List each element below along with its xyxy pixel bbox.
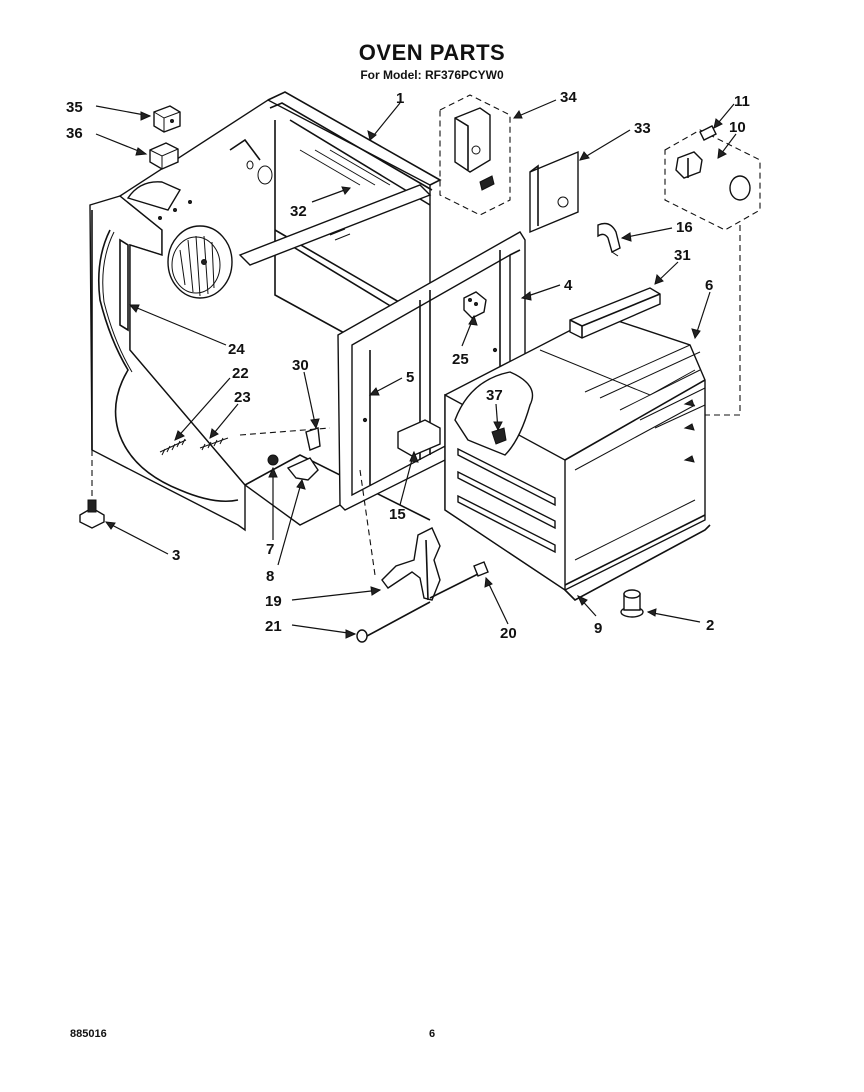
fan-hatching <box>179 235 215 297</box>
part-7-nut <box>267 454 279 466</box>
part-21-nut <box>356 601 431 643</box>
callout-1: 1 <box>396 90 404 107</box>
leader-lines <box>95 99 737 639</box>
part-16-hose <box>597 222 621 257</box>
callout-2: 2 <box>706 617 714 634</box>
part-23-spring <box>199 437 229 451</box>
oven-rack <box>539 344 706 429</box>
callout-22: 22 <box>232 365 249 382</box>
page-number: 6 <box>429 1028 436 1040</box>
part-8-bracket <box>286 457 319 481</box>
oven-cavity <box>444 314 711 601</box>
part-3-leg <box>79 450 105 529</box>
callout-11: 11 <box>734 93 750 110</box>
part-36-block <box>149 142 179 170</box>
callout-labels: 1 2 3 4 5 6 7 8 9 10 11 15 16 19 20 21 2… <box>66 89 750 642</box>
callout-9: 9 <box>594 620 602 637</box>
part-33-plate <box>529 150 579 234</box>
callout-8: 8 <box>266 568 274 585</box>
part-37-clip <box>491 427 507 445</box>
part-22-spring <box>159 438 187 456</box>
callout-10: 10 <box>729 119 746 136</box>
callout-23: 23 <box>234 389 251 406</box>
part-34-bracket <box>439 94 511 216</box>
callout-33: 33 <box>634 120 651 137</box>
part-10-11-assembly <box>664 125 761 416</box>
part-25-valve <box>463 291 487 319</box>
callout-30: 30 <box>292 357 309 374</box>
callout-21: 21 <box>265 618 282 635</box>
callout-3: 3 <box>172 547 180 564</box>
part-31-burner <box>569 287 661 339</box>
callout-37: 37 <box>486 387 503 404</box>
callout-6: 6 <box>705 277 713 294</box>
callout-32: 32 <box>290 203 307 220</box>
part-15-bracket <box>397 419 441 457</box>
part-19-hinge <box>381 527 441 601</box>
callout-31: 31 <box>674 247 691 264</box>
model-subtitle: For Model: RF376PCYW0 <box>360 68 504 82</box>
callout-20: 20 <box>500 625 517 642</box>
part-2-foot <box>620 589 644 618</box>
callout-24: 24 <box>228 341 245 358</box>
part-20-screw <box>429 561 489 599</box>
callout-5: 5 <box>406 369 414 386</box>
callout-16: 16 <box>676 219 693 236</box>
page-title: OVEN PARTS <box>358 40 506 65</box>
callout-4: 4 <box>564 277 573 294</box>
callout-7: 7 <box>266 541 274 558</box>
callout-19: 19 <box>265 593 282 610</box>
callout-34: 34 <box>560 89 577 106</box>
callout-36: 36 <box>66 125 83 142</box>
part-35-block <box>153 105 181 133</box>
callout-25: 25 <box>452 351 469 368</box>
document-number: 885016 <box>70 1028 107 1040</box>
callout-35: 35 <box>66 99 83 116</box>
callout-15: 15 <box>389 506 406 523</box>
